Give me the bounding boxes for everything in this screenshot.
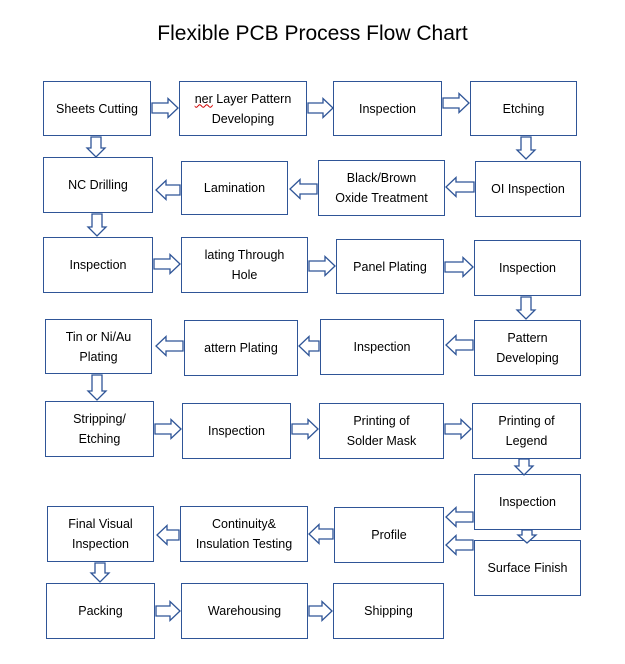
step-label: ner Layer Pattern Developing [195,89,292,129]
step-pattern-developing: Pattern Developing [474,320,581,376]
step-oi-inspection: OI Inspection [475,161,581,217]
step-label: Stripping/ Etching [73,412,126,446]
step-packing: Packing [46,583,155,639]
step-label: Inspection [69,258,127,272]
step-label: Continuity& Insulation Testing [195,517,293,551]
step-label: Packing [78,604,123,618]
arrow-right-icon [291,417,319,441]
arrow-right-icon [308,254,336,278]
step-profile: Profile [334,507,444,563]
step-label-rest: Layer Pattern Developing [211,91,292,126]
step-label: Inspection [499,261,556,275]
arrow-left-icon [445,505,474,529]
chart-title: Flexible PCB Process Flow Chart [157,22,468,45]
arrow-left-icon [298,334,320,358]
step-continuity-insulation-testing: Continuity& Insulation Testing [180,506,308,562]
step-lamination: Lamination [181,161,288,215]
arrow-down-icon [515,296,537,320]
step-label: Inspection [208,424,265,438]
step-inner-layer-pattern-developing: ner Layer Pattern Developing [179,81,307,136]
step-label: Profile [371,528,407,542]
step-label: Final Visual Inspection [68,517,133,551]
arrow-right-icon [155,599,181,623]
arrow-down-icon [85,136,107,158]
step-label: lating Through Hole [204,248,285,282]
arrow-right-icon [308,599,333,623]
step-label: Warehousing [207,604,282,618]
step-sheets-cutting: Sheets Cutting [43,81,151,136]
step-panel-plating: Panel Plating [336,239,444,294]
arrow-down-icon [515,136,537,160]
step-label: attern Plating [204,341,278,355]
spellcheck-word: ner [194,91,213,106]
arrow-left-icon [155,178,181,202]
step-label: OI Inspection [491,182,565,196]
step-inspection-4: Inspection [320,319,444,375]
step-label: Panel Plating [353,259,427,274]
step-label: Inspection [499,495,556,509]
arrow-down-icon [513,458,535,476]
step-plating-through-hole: lating Through Hole [181,237,308,293]
step-label: Surface Finish [487,561,568,575]
arrow-right-icon [444,255,474,279]
step-final-visual-inspection: Final Visual Inspection [47,506,154,562]
step-label: Etching [502,101,545,116]
step-etching: Etching [470,81,577,136]
step-printing-solder-mask: Printing of Solder Mask [319,403,444,459]
arrow-right-icon [442,91,470,115]
arrow-left-icon [445,333,474,357]
arrow-down-icon [89,562,111,583]
arrow-left-icon [445,533,474,557]
arrow-right-icon [153,252,181,276]
step-inspection-1: Inspection [333,81,442,136]
step-black-brown-oxide-treatment: Black/Brown Oxide Treatment [318,160,445,216]
step-label: Black/Brown Oxide Treatment [335,171,428,205]
step-pattern-plating: attern Plating [184,320,298,376]
arrow-right-icon [444,417,472,441]
step-warehousing: Warehousing [181,583,308,639]
step-tin-ni-au-plating: Tin or Ni/Au Plating [45,319,152,374]
step-inspection-3: Inspection [474,240,581,296]
step-label: Sheets Cutting [56,101,138,116]
step-label: Inspection [359,101,416,116]
step-label: Shipping [364,604,413,618]
arrow-right-icon [307,96,334,120]
step-label: Printing of Solder Mask [346,414,417,448]
step-label: Pattern Developing [496,331,559,365]
step-label: NC Drilling [68,178,128,192]
step-inspection-2: Inspection [43,237,153,293]
step-surface-finish: Surface Finish [474,540,581,596]
arrow-right-icon [151,96,179,120]
step-printing-legend: Printing of Legend [472,403,581,459]
step-label: Inspection [353,340,411,354]
arrow-left-icon [156,523,180,547]
step-inspection-5: Inspection [182,403,291,459]
step-label: Tin or Ni/Au Plating [65,329,132,364]
step-label: Lamination [203,181,266,195]
arrow-down-icon [516,529,538,544]
arrow-down-icon [86,374,108,401]
step-label: Printing of Legend [498,414,555,448]
step-stripping-etching: Stripping/ Etching [45,401,154,457]
arrow-left-icon [308,522,334,546]
arrow-down-icon [86,213,108,237]
arrow-right-icon [154,417,182,441]
arrow-left-icon [289,177,318,201]
step-nc-drilling: NC Drilling [43,157,153,213]
step-shipping: Shipping [333,583,444,639]
arrow-left-icon [155,334,184,358]
arrow-left-icon [445,175,475,199]
